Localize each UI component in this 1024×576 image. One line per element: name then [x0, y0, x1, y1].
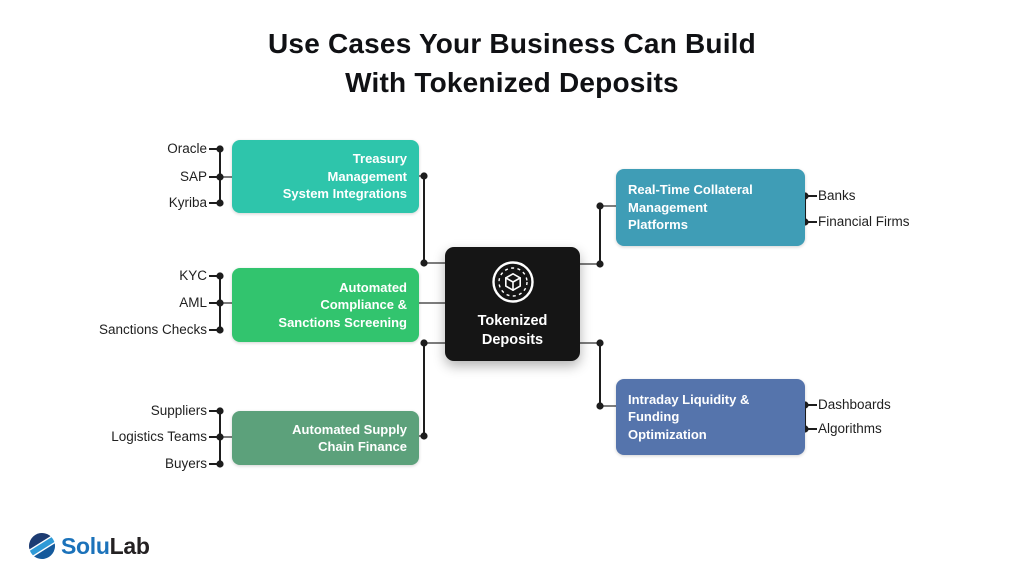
- input-label-sap: SAP: [179, 169, 207, 184]
- branch-box-liquidity: Intraday Liquidity & Funding Optimizatio…: [616, 379, 805, 455]
- branch-line: Management: [327, 168, 407, 184]
- branch-box-collateral: Real-Time Collateral Management Platform…: [616, 169, 805, 246]
- branch-box-supply-chain: Automated Supply Chain Finance: [232, 411, 419, 465]
- branch-box-treasury: Treasury Management System Integrations: [232, 140, 419, 213]
- input-label-oracle: Oracle: [167, 141, 207, 156]
- output-label-dashboards: Dashboards: [818, 397, 891, 412]
- logo-text-lab: Lab: [109, 533, 150, 559]
- output-label-banks: Banks: [818, 188, 856, 203]
- input-label-logistics-teams: Logistics Teams: [111, 429, 207, 444]
- branch-line: Sanctions Screening: [278, 314, 407, 330]
- branch-line: Management: [628, 199, 708, 215]
- input-label-suppliers: Suppliers: [150, 403, 207, 418]
- title-line-1: Use Cases Your Business Can Build: [268, 28, 756, 59]
- center-node-tokenized-deposits: Tokenized Deposits: [445, 247, 580, 361]
- solulab-sphere-icon: [28, 532, 56, 560]
- branch-line: Automated: [339, 279, 407, 295]
- input-label-kyriba: Kyriba: [168, 195, 207, 210]
- branch-line: Compliance &: [320, 297, 407, 313]
- input-label-sanctions-checks: Sanctions Checks: [98, 322, 207, 337]
- branch-line: Platforms: [628, 217, 688, 233]
- branch-line: Treasury: [352, 151, 407, 167]
- logo-text-solu: Solu: [61, 533, 110, 559]
- solulab-logo: SoluLab: [28, 531, 150, 561]
- output-label-financial-firms: Financial Firms: [818, 214, 910, 229]
- page-title: Use Cases Your Business Can Build With T…: [0, 24, 1024, 102]
- center-label-line-1: Tokenized: [477, 312, 548, 329]
- branch-line: Funding: [628, 409, 680, 425]
- branch-line: Chain Finance: [318, 439, 407, 454]
- branch-line: Real-Time Collateral: [628, 182, 753, 198]
- input-label-aml: AML: [179, 295, 207, 310]
- token-cube-coin-icon: [491, 260, 534, 303]
- branch-line: Intraday Liquidity &: [628, 391, 750, 407]
- center-label-line-2: Deposits: [481, 331, 544, 348]
- branch-box-compliance: Automated Compliance & Sanctions Screeni…: [232, 268, 419, 342]
- output-label-algorithms: Algorithms: [818, 421, 882, 436]
- title-line-2: With Tokenized Deposits: [345, 67, 679, 98]
- input-label-kyc: KYC: [179, 268, 207, 283]
- branch-line: Automated Supply: [292, 421, 407, 437]
- branch-line: System Integrations: [282, 186, 407, 202]
- branch-line: Optimization: [628, 426, 707, 442]
- logo-text: SoluLab: [61, 531, 150, 561]
- input-label-buyers: Buyers: [164, 456, 207, 471]
